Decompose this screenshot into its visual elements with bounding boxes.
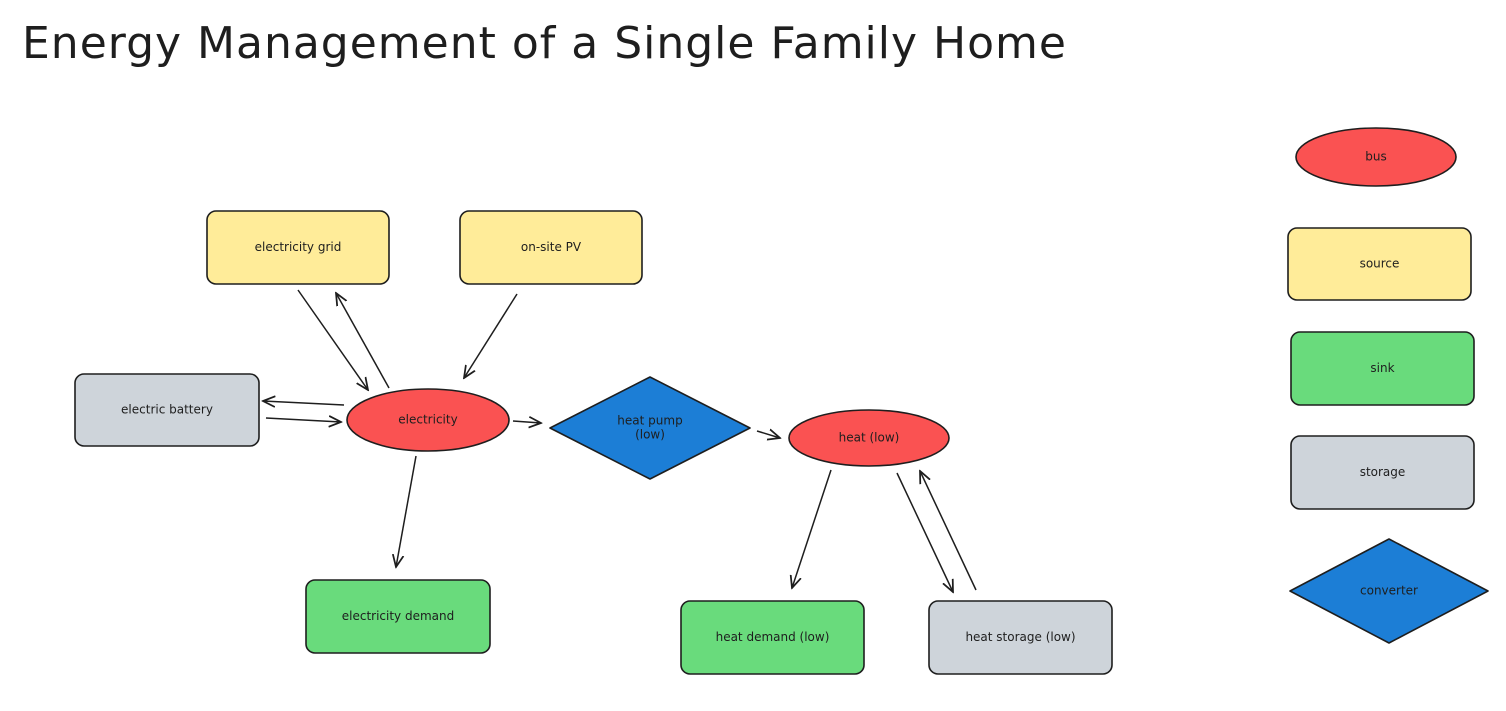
node-heat-low: heat (low) [788, 409, 950, 467]
edge-electricity-to-electricity-demand [396, 455, 417, 567]
node-heat-pump: heat pump(low) [549, 376, 751, 480]
node-electricity-shape [346, 388, 510, 452]
node-heat-pump-label: heat pump [617, 414, 682, 428]
node-heat-low-label: heat (low) [839, 431, 900, 445]
node-electricity-grid-shape [206, 210, 390, 285]
node-heat-low-shape [788, 409, 950, 467]
node-electricity-demand: electricity demand [305, 579, 491, 654]
node-electricity-demand-shape [305, 579, 491, 654]
node-onsite-pv-shape [459, 210, 643, 285]
node-heat-pump-shape [549, 376, 751, 480]
node-heat-pump-label: (low) [635, 428, 665, 442]
legend: bus source sink storage converter [1287, 127, 1489, 644]
legend-item-source-shape [1287, 227, 1472, 301]
legend-item-sink-shape [1290, 331, 1475, 406]
node-electric-battery-shape [74, 373, 260, 447]
node-electricity-label: electricity [398, 413, 457, 427]
node-onsite-pv-label: on-site PV [521, 240, 582, 254]
node-electric-battery-label: electric battery [121, 403, 213, 417]
node-electricity-grid: electricity grid [206, 210, 390, 285]
node-heat-demand-shape [680, 600, 865, 675]
node-electric-battery: electric battery [74, 373, 260, 447]
node-heat-demand: heat demand (low) [680, 600, 865, 675]
edge-electricity-to-electricity-grid [336, 293, 390, 389]
node-electricity-demand-label: electricity demand [342, 609, 455, 623]
edge-electricity-to-electric-battery [263, 401, 345, 405]
edge-heat-low-to-heat-demand [792, 469, 832, 588]
edge-heat-storage-to-heat-low [920, 471, 977, 591]
legend-item-bus: bus [1295, 127, 1457, 187]
edge-electric-battery-to-electricity [265, 418, 341, 422]
node-onsite-pv: on-site PV [459, 210, 643, 285]
legend-item-converter-shape [1289, 538, 1489, 644]
legend-item-storage-label: storage [1360, 465, 1406, 479]
legend-item-converter: converter [1289, 538, 1489, 644]
edge-onsite-pv-to-electricity [464, 293, 518, 378]
node-electricity-grid-label: electricity grid [255, 240, 342, 254]
node-heat-storage: heat storage (low) [928, 600, 1113, 675]
node-electricity: electricity [346, 388, 510, 452]
edges-layer [263, 289, 977, 592]
legend-item-storage-shape [1290, 435, 1475, 510]
edge-heat-pump-to-heat-low [756, 431, 780, 438]
edge-electricity-to-heat-pump [512, 421, 541, 423]
nodes-layer: electricity grid on-site PV electric batte… [74, 210, 1113, 675]
legend-item-source: source [1287, 227, 1472, 301]
legend-item-converter-label: converter [1360, 584, 1418, 598]
legend-item-bus-label: bus [1365, 150, 1386, 164]
node-heat-demand-label: heat demand (low) [716, 630, 830, 644]
legend-item-storage: storage [1290, 435, 1475, 510]
legend-item-bus-shape [1295, 127, 1457, 187]
node-heat-storage-label: heat storage (low) [965, 630, 1075, 644]
legend-item-sink: sink [1290, 331, 1475, 406]
legend-item-sink-label: sink [1370, 361, 1394, 375]
node-heat-storage-shape [928, 600, 1113, 675]
edge-electricity-grid-to-electricity [297, 289, 368, 390]
edge-heat-low-to-heat-storage [896, 472, 953, 592]
diagram-title: Energy Management of a Single Family Hom… [22, 18, 1067, 69]
legend-item-source-label: source [1360, 257, 1400, 271]
